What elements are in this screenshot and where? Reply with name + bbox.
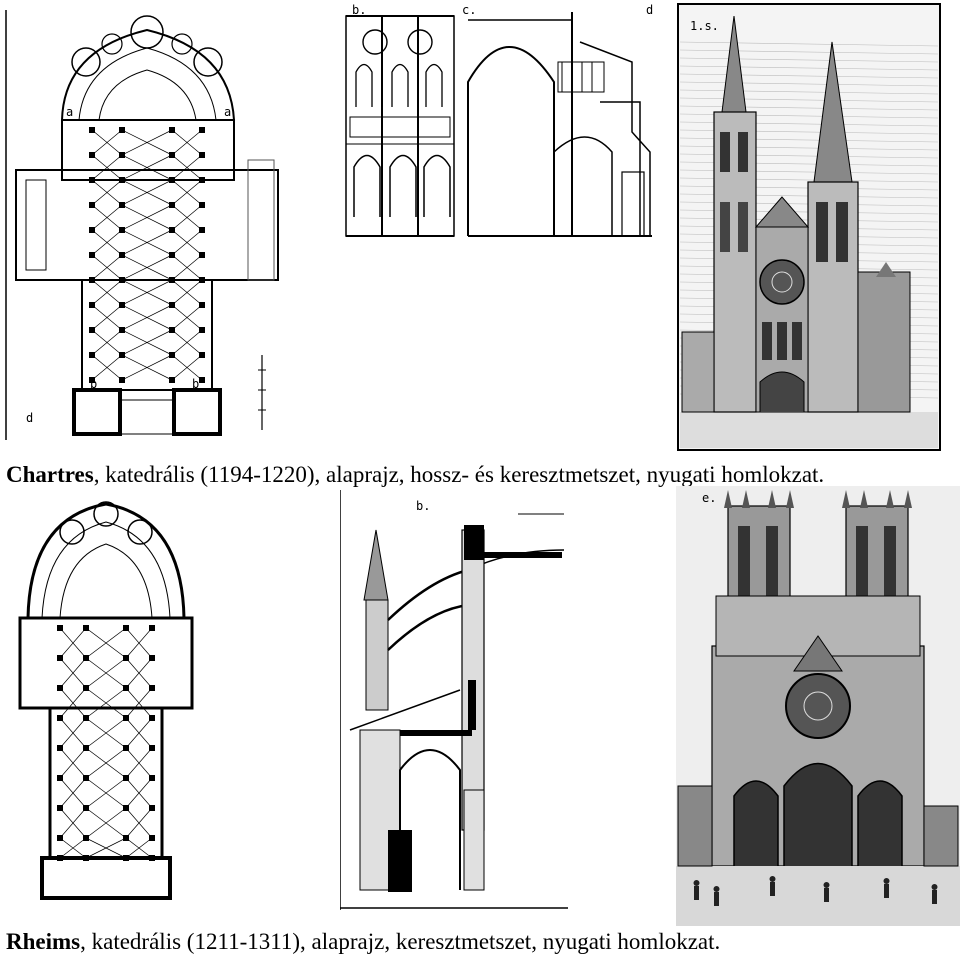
plan-tag-a-left: a <box>66 105 73 119</box>
chartres-sections: b. c. d <box>340 2 658 248</box>
plan-tag-b-left: b <box>90 377 97 391</box>
chartres-west-facade: 1.s. <box>676 2 942 452</box>
chartres-caption-name: Chartres <box>6 462 94 487</box>
section-tag-c: c. <box>462 3 476 17</box>
rheims-caption: Rheims, katedrális (1211-1311), alaprajz… <box>6 930 720 953</box>
rheims-floor-plan <box>12 498 200 906</box>
rheims-caption-text: , katedrális (1211-1311), alaprajz, kere… <box>80 929 721 954</box>
plan-tag-b-right: b <box>192 377 199 391</box>
facade-tag-rheims: e. <box>702 491 716 505</box>
rheims-cross-section: b. <box>340 490 568 910</box>
section-tag-rheims: b. <box>416 499 430 513</box>
rheims-west-facade: e. <box>676 486 960 926</box>
facade-tag-chartres: 1.s. <box>690 19 719 33</box>
chartres-caption-text: , katedrális (1194-1220), alaprajz, hoss… <box>93 462 825 487</box>
section-tag-b: b. <box>352 3 366 17</box>
rheims-caption-name: Rheims <box>6 929 81 954</box>
section-tag-d: d <box>646 3 653 17</box>
plan-tag-d: d <box>26 411 33 425</box>
chartres-floor-plan: d b b a a <box>4 10 290 440</box>
chartres-caption: Chartres, katedrális (1194-1220), alapra… <box>6 463 824 486</box>
plan-tag-a-right: a <box>224 105 231 119</box>
